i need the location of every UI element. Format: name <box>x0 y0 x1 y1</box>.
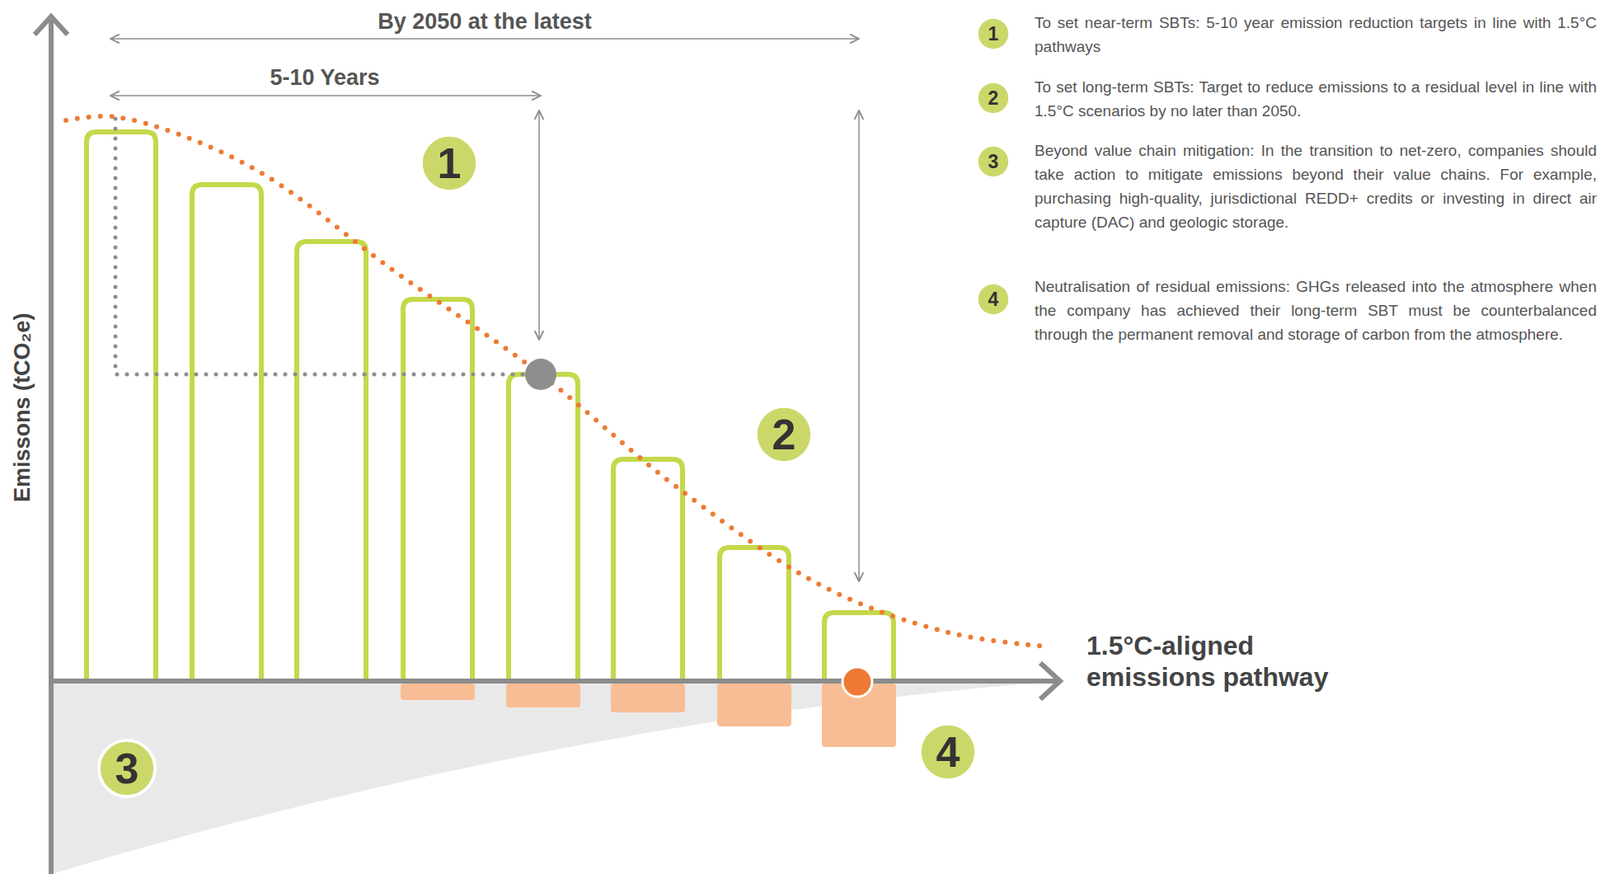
axis-label: Emissons (tCO₂e) <box>9 242 36 573</box>
neutralisation-blocks <box>400 683 897 747</box>
neutralisation-block <box>610 683 686 713</box>
emission-bar <box>613 459 683 679</box>
description-text: Neutralisation of residual emissions: GH… <box>1034 274 1597 347</box>
dimension-arrow <box>538 110 540 340</box>
dimension-arrow <box>858 110 860 582</box>
near-term-target-dot <box>525 358 557 390</box>
description-text: To set long-term SBTs: Target to reduce … <box>1034 75 1597 123</box>
x-axis <box>51 662 1061 700</box>
dimension-label: 5-10 Years <box>222 64 427 91</box>
circle-fill <box>978 284 1009 315</box>
neutralisation-block <box>400 683 475 700</box>
net-zero-dot <box>842 666 873 697</box>
y-axis <box>34 16 68 874</box>
callout-circle: 4 <box>917 721 979 783</box>
description-text: To set near-term SBTs: 5-10 year emissio… <box>1034 10 1597 59</box>
emission-bar <box>508 374 578 679</box>
emission-bar <box>719 547 789 679</box>
callout-number: 1 <box>418 132 480 194</box>
dimension-label: By 2050 at the latest <box>329 8 640 35</box>
list-number-circle: 3 <box>977 145 1009 178</box>
callout-number: 3 <box>977 145 1009 178</box>
neutralisation-block <box>717 683 792 727</box>
description-text: Beyond value chain mitigation: In the tr… <box>1034 138 1597 235</box>
target-dotted-line <box>115 118 541 375</box>
emission-bar <box>192 184 262 679</box>
dimension-arrow <box>110 37 859 40</box>
callout-number: 4 <box>917 721 979 783</box>
list-number-circle: 4 <box>977 283 1009 315</box>
callout-number: 2 <box>977 82 1009 114</box>
list-number-circle: 2 <box>977 82 1009 114</box>
emission-bar <box>86 131 156 679</box>
callout-circle: 3 <box>96 737 158 799</box>
callout-number: 2 <box>753 403 815 465</box>
dimension-arrow <box>110 94 541 97</box>
emission-bars <box>86 131 894 679</box>
pathway-label: 1.5°C-aligned emissions pathway <box>1086 629 1359 694</box>
callout-number: 1 <box>977 18 1009 50</box>
emission-bar <box>403 299 473 679</box>
emission-bar <box>296 241 366 679</box>
list-number-circle: 1 <box>977 18 1009 50</box>
pathway-curve <box>65 116 1047 647</box>
callout-circle: 1 <box>418 132 480 194</box>
callout-circle: 2 <box>753 403 815 465</box>
circle-fill <box>978 18 1009 49</box>
callout-number: 3 <box>96 737 158 799</box>
beyond-value-chain-region <box>51 680 1061 874</box>
circle-fill <box>978 83 1009 113</box>
circle-fill <box>978 146 1009 177</box>
neutralisation-block <box>506 683 581 708</box>
callout-number: 4 <box>977 283 1009 315</box>
